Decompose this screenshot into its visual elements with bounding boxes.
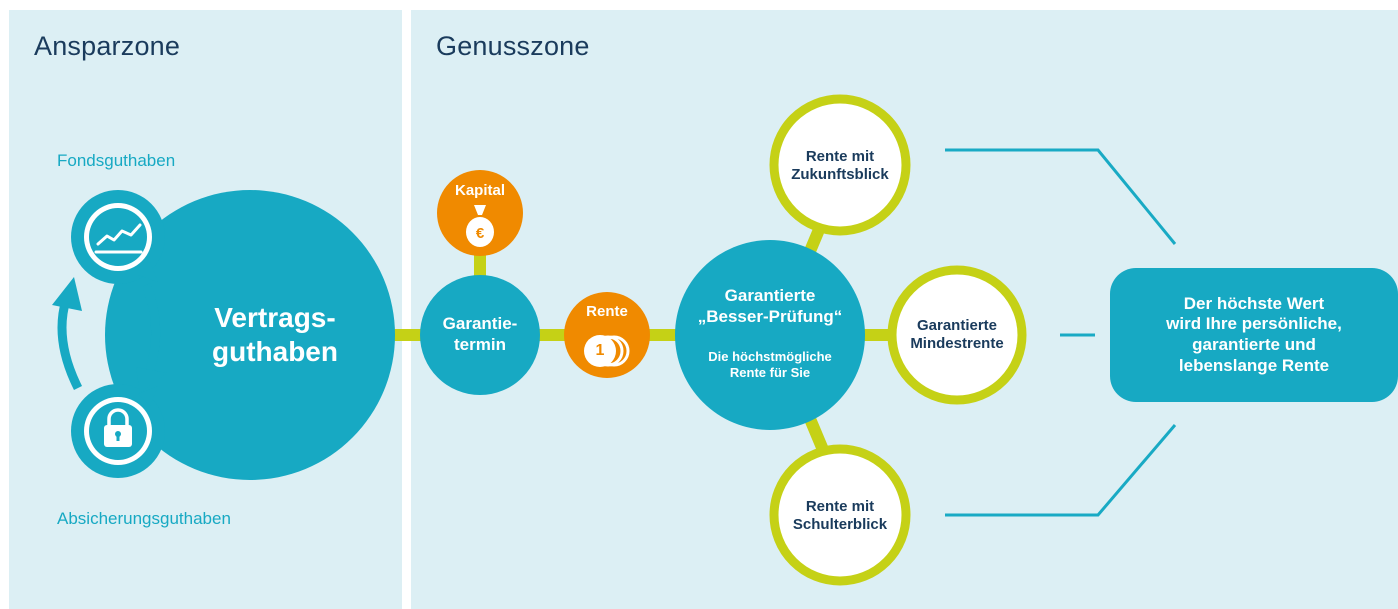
capital-label: Kapital: [454, 181, 505, 199]
contract-balance-text: Vertrags- guthaben: [180, 290, 370, 380]
pension-coin-number: 1: [595, 342, 605, 360]
better-check-circle: [675, 240, 865, 430]
result-line1: Der höchste Wert: [1183, 293, 1325, 313]
svg-text:€: €: [476, 225, 485, 242]
better-check-line2: „Besser-Prüfung“: [697, 307, 843, 326]
contract-balance-circle: [105, 190, 395, 480]
option-shoulder-text: Rente mit Schulterblick: [780, 495, 900, 537]
option-shoulder-line2: Schulterblick: [792, 516, 888, 533]
chart-trend-icon: [94, 223, 143, 254]
option-minimum-line2: Mindestrente: [910, 335, 1004, 352]
option-circle-future: [769, 94, 911, 236]
guarantee-date-circle: [420, 275, 540, 395]
rotation-arrows: [52, 277, 167, 393]
guarantee-date-line2: termin: [454, 335, 506, 354]
better-check-subtitle: Die höchstmögliche Rente für Sie: [685, 345, 855, 385]
lock-icon: [104, 408, 132, 447]
option-shoulder-line1: Rente mit: [805, 497, 875, 515]
fund-icon-badge: [71, 190, 165, 284]
better-check-title: Garantierte „Besser-Prüfung“: [680, 282, 860, 332]
result-text: Der höchste Wert wird Ihre persönliche, …: [1115, 278, 1393, 392]
contract-balance-line1: Vertrags-: [214, 301, 336, 333]
enjoyment-zone-title: Genusszone: [436, 31, 590, 61]
contract-balance-line2: guthaben: [212, 336, 338, 367]
arrow-up-head: [52, 277, 82, 311]
arrow-down-head: [136, 367, 167, 393]
guarantee-date-line1: Garantie-: [442, 314, 518, 334]
result-box: [1110, 268, 1398, 402]
result-line4: lebenslange Rente: [1178, 355, 1330, 375]
guarantee-date-text: Garantie- termin: [420, 305, 540, 365]
fund-balance-label: Fondsguthaben: [57, 151, 176, 170]
option-future-line1: Rente mit: [805, 147, 875, 165]
option-future-text: Rente mit Zukunftsblick: [780, 145, 900, 187]
option-future-line2: Zukunftsblick: [791, 166, 889, 183]
better-check-sub-line1: Die höchstmögliche: [708, 349, 832, 365]
coins-icon: [584, 335, 630, 367]
option-circle-minimum: [887, 265, 1027, 405]
option-minimum-text: Garantierte Mindestrente: [897, 314, 1017, 356]
result-line2: wird Ihre persönliche,: [1166, 314, 1342, 334]
better-check-line1: Garantierte: [724, 286, 816, 306]
security-icon-badge: [71, 384, 165, 478]
option-circle-shoulder: [769, 444, 911, 586]
result-line3: garantierte und: [1192, 335, 1316, 354]
lower-result-connector: [945, 424, 1177, 517]
security-balance-label: Absicherungsguthaben: [57, 509, 231, 528]
arrow-up-icon: [57, 298, 83, 391]
pension-label: Rente: [586, 302, 628, 320]
better-check-sub-line2: Rente für Sie: [729, 365, 811, 380]
money-bag-euro-icon: €: [466, 205, 494, 247]
arrow-down-icon: [141, 283, 161, 372]
upper-result-connector: [945, 148, 1177, 245]
option-minimum-line1: Garantierte: [916, 316, 998, 334]
savings-zone-title: Ansparzone: [34, 31, 181, 61]
